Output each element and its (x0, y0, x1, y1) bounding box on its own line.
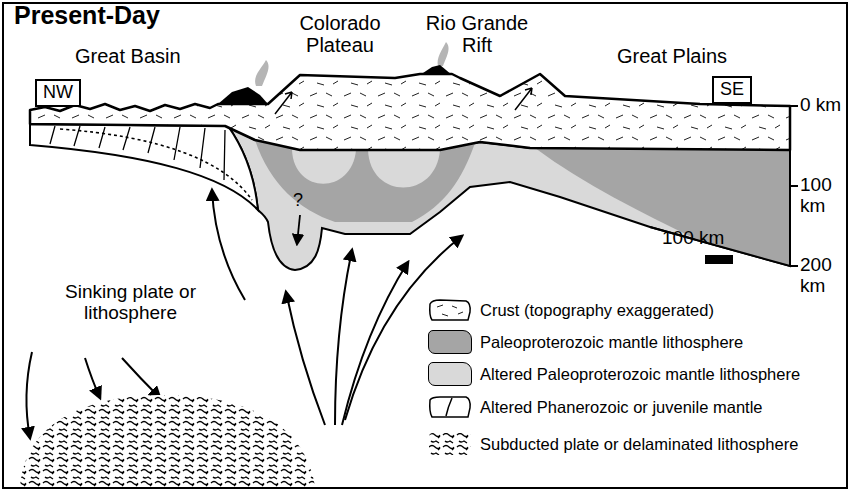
legend-text: Subducted plate or delaminated lithosphe… (480, 435, 798, 453)
drip-arrow (297, 215, 300, 244)
depth-label: 200 km (800, 255, 842, 297)
altered-dome (368, 150, 440, 188)
depth-tick (791, 106, 798, 266)
subducted-plate (20, 395, 315, 487)
direction-box: NW (35, 79, 81, 107)
sinking-arrow (26, 352, 32, 438)
flow-arrow (212, 190, 245, 300)
region-label: Great Plains (617, 45, 727, 67)
diagram-title: Present-Day (14, 2, 160, 30)
legend-swatch (428, 432, 472, 456)
sinking-arrow (122, 358, 160, 398)
scale-bar-label: 100 km (662, 228, 724, 249)
altered-dome (292, 150, 356, 184)
legend-swatch (428, 395, 472, 419)
flow-arrow (286, 292, 325, 425)
flow-arrow (345, 236, 462, 420)
sinking-arrow (85, 358, 100, 398)
flow-arrows (26, 190, 462, 438)
region-label: Colorado Plateau (280, 12, 400, 56)
legend-text: Crust (topography exaggerated) (480, 301, 714, 319)
volcano (420, 65, 452, 75)
scale-bar (705, 255, 733, 264)
direction-label: SE (720, 79, 744, 99)
direction-box: SE (712, 76, 752, 104)
legend-swatch (428, 298, 472, 322)
paleoproterozoic-mantle (255, 140, 475, 222)
legend-text: Altered Paleoproterozoic mantle lithosph… (480, 365, 800, 383)
phanerozoic-mantle (30, 124, 258, 210)
volcanic-plume (438, 42, 449, 66)
depth-label: 0 km (800, 95, 841, 116)
legend-text: Paleoproterozoic mantle lithosphere (480, 333, 743, 351)
slab-dotted-line (60, 129, 252, 200)
volcanic-plume (255, 60, 268, 86)
volcano (218, 87, 268, 104)
question-mark: ? (293, 191, 303, 211)
process-label: Sinking plate or lithosphere (28, 282, 233, 324)
crust (30, 74, 790, 150)
legend-text: Altered Phanerozoic or juvenile mantle (480, 398, 763, 416)
legend-swatch (428, 330, 472, 354)
thrust-fault (275, 88, 532, 114)
depth-label: 100 km (800, 175, 842, 217)
phanerozoic-hatch (50, 126, 225, 180)
frame (3, 3, 847, 488)
lithosphere-outline (650, 150, 790, 266)
region-label: Great Basin (75, 45, 181, 67)
direction-label: NW (43, 82, 73, 102)
legend-swatch (428, 362, 472, 386)
region-label: Rio Grande Rift (417, 12, 537, 56)
paleoproterozoic-mantle (535, 148, 790, 266)
